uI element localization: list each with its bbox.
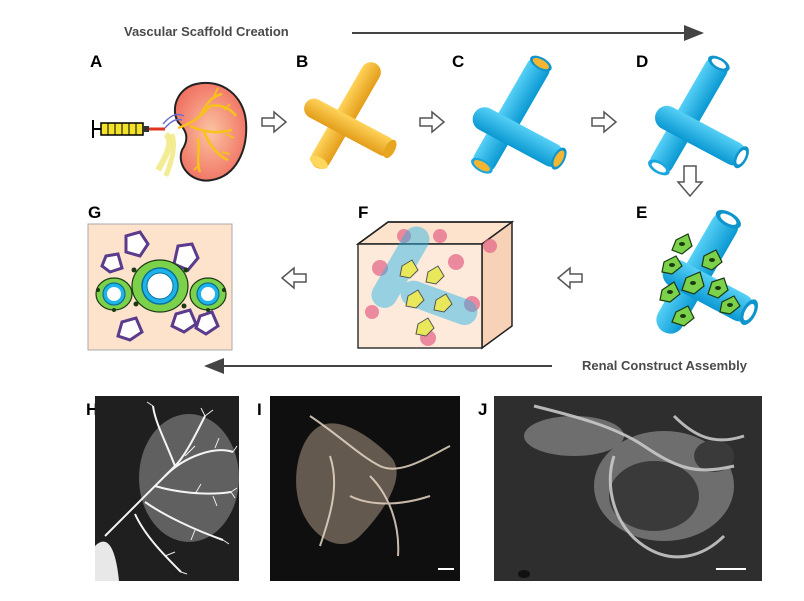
kidney-icon xyxy=(155,81,248,182)
panel-e-endothelialized-scaffold xyxy=(656,209,758,334)
panel-label-c: C xyxy=(452,52,465,71)
panel-label-a: A xyxy=(90,52,103,71)
panel-g-cross-section xyxy=(87,223,233,351)
step-arrow-b-c xyxy=(419,110,446,134)
photo-j-sem-micrograph xyxy=(494,396,762,581)
panel-label-j: J xyxy=(478,400,488,419)
step-arrow-e-f xyxy=(556,266,583,290)
panel-c-coated-scaffold xyxy=(471,55,567,174)
vascular-cast-image xyxy=(95,396,239,581)
panel-label-g: G xyxy=(88,203,102,222)
panel-label-f: F xyxy=(358,203,369,222)
panel-label-i: I xyxy=(257,400,262,419)
photo-i-scaffold-construct xyxy=(270,396,460,581)
panel-a-syringe-kidney xyxy=(92,81,248,182)
panel-label-b: B xyxy=(296,52,309,71)
scaffold-construct-image xyxy=(270,396,460,581)
step-arrow-c-d xyxy=(591,110,618,134)
panel-f-embedded-construct xyxy=(355,220,515,350)
step-arrow-f-g xyxy=(280,266,307,290)
header-vascular-scaffold-creation: Vascular Scaffold Creation xyxy=(124,24,289,39)
sem-micrograph-image xyxy=(494,396,762,581)
panel-label-e: E xyxy=(636,203,648,222)
panel-d-hollow-scaffold xyxy=(648,55,749,176)
header-renal-construct-assembly: Renal Construct Assembly xyxy=(582,358,747,373)
panel-b-sacrificial-scaffold xyxy=(304,62,397,169)
photo-h-kidney-vascular-cast xyxy=(95,396,239,581)
step-arrow-d-e xyxy=(676,165,704,198)
step-arrow-a-b xyxy=(261,110,288,134)
panel-label-d: D xyxy=(636,52,649,71)
syringe-icon xyxy=(92,120,165,138)
